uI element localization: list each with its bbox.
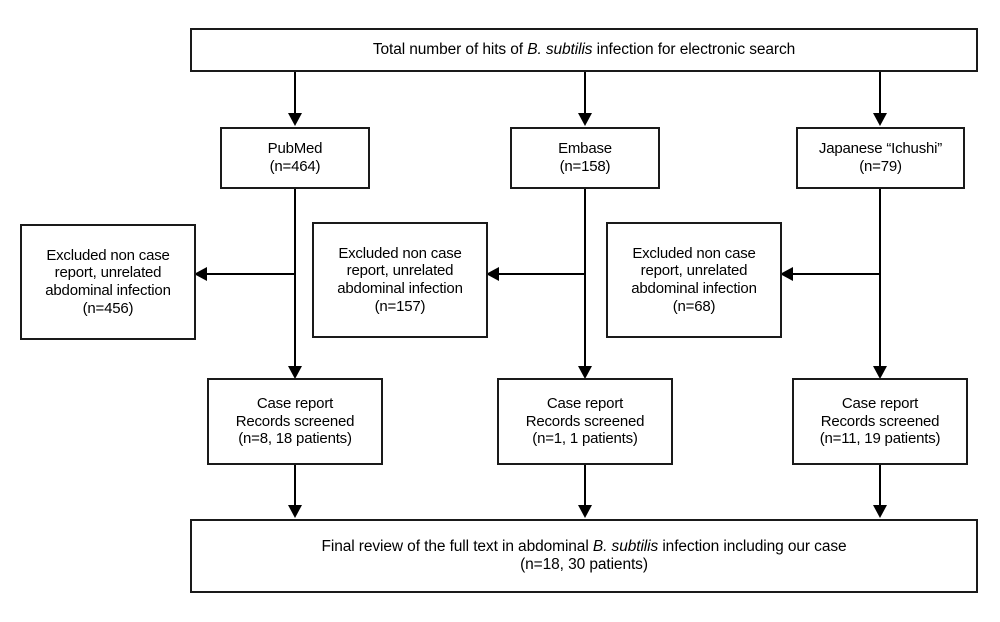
arrowhead-ichushi-to-exclusion xyxy=(780,267,793,281)
connector-screened-ichushi-to-final xyxy=(879,465,881,507)
final-review-text-post: infection including our case xyxy=(658,537,847,555)
screened-ichushi-line2: Records screened xyxy=(820,412,940,430)
exclusion-embase-count: (n=157) xyxy=(374,297,426,315)
source-box-ichushi: Japanese “Ichushi” (n=79) xyxy=(796,127,965,189)
connector-top-to-pubmed xyxy=(294,72,296,116)
screened-box-embase: Case report Records screened (n=1, 1 pat… xyxy=(497,378,673,465)
exclusion-pubmed-count: (n=456) xyxy=(82,299,134,317)
connector-embase-to-exclusion xyxy=(492,273,585,275)
total-hits-label: Total number of hits of B. subtilis infe… xyxy=(373,41,795,59)
screened-box-pubmed: Case report Records screened (n=8, 18 pa… xyxy=(207,378,383,465)
exclusion-pubmed-line3: abdominal infection xyxy=(45,282,171,299)
connector-top-to-ichushi xyxy=(879,72,881,116)
connector-screened-pubmed-to-final xyxy=(294,465,296,507)
arrowhead-screened-pubmed-to-final xyxy=(288,505,302,518)
connector-embase-to-screened xyxy=(584,189,586,375)
arrowhead-screened-ichushi-to-final xyxy=(873,505,887,518)
arrowhead-top-to-ichushi xyxy=(873,113,887,126)
source-pubmed-count: (n=464) xyxy=(269,158,321,175)
exclusion-box-ichushi: Excluded non case report, unrelated abdo… xyxy=(606,222,782,338)
exclusion-ichushi-count: (n=68) xyxy=(672,297,716,315)
connector-ichushi-to-exclusion xyxy=(786,273,880,275)
connector-screened-embase-to-final xyxy=(584,465,586,507)
exclusion-ichushi-line3: abdominal infection xyxy=(631,280,757,297)
total-hits-text-pre: Total number of hits of xyxy=(372,40,528,58)
screened-ichushi-line1: Case report xyxy=(841,394,919,412)
arrowhead-pubmed-to-exclusion xyxy=(194,267,207,281)
arrowhead-embase-to-screened xyxy=(578,366,592,379)
source-ichushi-name: Japanese “Ichushi” xyxy=(818,140,943,158)
screened-box-ichushi: Case report Records screened (n=11, 19 p… xyxy=(792,378,968,465)
connector-pubmed-to-screened xyxy=(294,189,296,375)
arrowhead-top-to-pubmed xyxy=(288,113,302,126)
source-box-embase: Embase (n=158) xyxy=(510,127,660,189)
final-review-text-pre: Final review of the full text in abdomin… xyxy=(321,537,593,555)
arrowhead-pubmed-to-screened xyxy=(288,366,302,379)
arrowhead-embase-to-exclusion xyxy=(486,267,499,281)
exclusion-box-pubmed: Excluded non case report, unrelated abdo… xyxy=(20,224,196,340)
exclusion-ichushi-line2: report, unrelated xyxy=(640,262,748,280)
source-embase-count: (n=158) xyxy=(559,158,611,175)
screened-embase-line2: Records screened xyxy=(525,412,645,430)
connector-top-to-embase xyxy=(584,72,586,116)
arrowhead-ichushi-to-screened xyxy=(873,366,887,379)
screened-embase-count: (n=1, 1 patients) xyxy=(532,430,638,448)
final-review-count: (n=18, 30 patients) xyxy=(520,556,648,573)
connector-ichushi-to-screened xyxy=(879,189,881,375)
arrowhead-top-to-embase xyxy=(578,113,592,126)
exclusion-embase-line2: report, unrelated xyxy=(346,262,454,280)
arrowhead-screened-embase-to-final xyxy=(578,505,592,518)
screened-pubmed-line2: Records screened xyxy=(235,412,355,430)
source-ichushi-count: (n=79) xyxy=(859,158,902,175)
total-hits-text-post: infection for electronic search xyxy=(592,40,796,58)
screened-ichushi-count: (n=11, 19 patients) xyxy=(819,430,941,448)
source-embase-name: Embase xyxy=(558,140,612,158)
connector-pubmed-to-exclusion xyxy=(200,273,295,275)
exclusion-box-embase: Excluded non case report, unrelated abdo… xyxy=(312,222,488,338)
screened-embase-line1: Case report xyxy=(546,394,624,412)
exclusion-pubmed-line2: report, unrelated xyxy=(54,264,162,282)
exclusion-embase-line3: abdominal infection xyxy=(337,280,463,297)
total-hits-species: B. subtilis xyxy=(527,40,593,58)
source-box-pubmed: PubMed (n=464) xyxy=(220,127,370,189)
final-review-box: Final review of the full text in abdomin… xyxy=(190,519,978,593)
exclusion-ichushi-line1: Excluded non case xyxy=(632,244,756,262)
final-review-species: B. subtilis xyxy=(592,537,659,555)
exclusion-pubmed-line1: Excluded non case xyxy=(46,246,170,264)
screened-pubmed-line1: Case report xyxy=(256,394,334,412)
exclusion-embase-line1: Excluded non case xyxy=(338,244,462,262)
final-review-label: Final review of the full text in abdomin… xyxy=(321,538,846,556)
total-hits-box: Total number of hits of B. subtilis infe… xyxy=(190,28,978,72)
screened-pubmed-count: (n=8, 18 patients) xyxy=(238,430,352,448)
source-pubmed-name: PubMed xyxy=(267,140,323,158)
